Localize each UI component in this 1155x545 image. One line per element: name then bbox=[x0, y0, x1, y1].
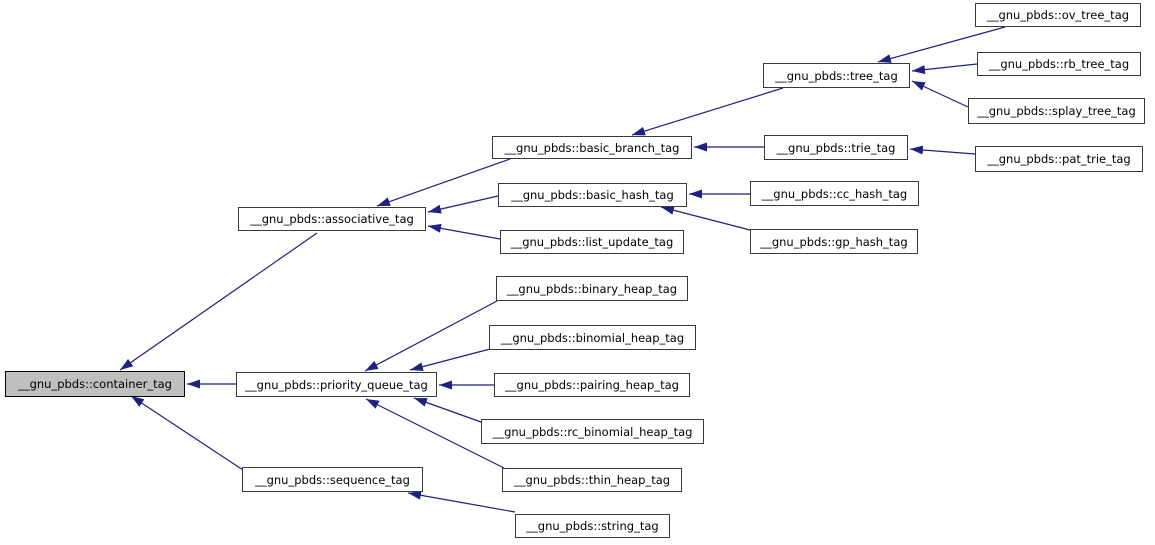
inheritance-edge-gp_hash_tag-to-basic_hash_tag bbox=[660, 205, 751, 231]
diagram-node-basic_hash_tag[interactable]: __gnu_pbds::basic_hash_tag bbox=[498, 183, 687, 207]
diagram-node-cc_hash_tag[interactable]: __gnu_pbds::cc_hash_tag bbox=[750, 181, 919, 206]
inheritance-edge-rc_binomial_heap_tag-to-priority_queue_tag bbox=[413, 397, 482, 423]
diagram-node-binomial_heap_tag[interactable]: __gnu_pbds::binomial_heap_tag bbox=[489, 325, 696, 350]
diagram-node-rc_binomial_heap_tag[interactable]: __gnu_pbds::rc_binomial_heap_tag bbox=[481, 419, 704, 444]
diagram-node-gp_hash_tag[interactable]: __gnu_pbds::gp_hash_tag bbox=[750, 229, 918, 254]
diagram-node-list_update_tag[interactable]: __gnu_pbds::list_update_tag bbox=[500, 230, 684, 254]
diagram-node-priority_queue_tag[interactable]: __gnu_pbds::priority_queue_tag bbox=[236, 372, 437, 397]
inheritance-edge-thin_heap_tag-to-priority_queue_tag bbox=[365, 398, 505, 469]
diagram-node-basic_branch_tag[interactable]: __gnu_pbds::basic_branch_tag bbox=[492, 136, 692, 159]
diagram-node-associative_tag[interactable]: __gnu_pbds::associative_tag bbox=[238, 207, 426, 231]
inheritance-edge-tree_tag-to-basic_branch_tag bbox=[631, 87, 784, 136]
diagram-node-pairing_heap_tag[interactable]: __gnu_pbds::pairing_heap_tag bbox=[494, 373, 690, 397]
inheritance-edge-list_update_tag-to-associative_tag bbox=[427, 223, 501, 240]
inheritance-edge-splay_tree_tag-to-tree_tag bbox=[911, 80, 969, 108]
inheritance-edge-binomial_heap_tag-to-priority_queue_tag bbox=[409, 348, 491, 372]
inheritance-edge-rb_tree_tag-to-tree_tag bbox=[911, 63, 978, 75]
inheritance-edge-associative_tag-to-container_tag bbox=[119, 232, 318, 371]
inheritance-edge-basic_branch_tag-to-associative_tag bbox=[376, 158, 511, 207]
inheritance-edge-pat_trie_tag-to-trie_tag bbox=[909, 145, 976, 155]
diagram-node-pat_trie_tag[interactable]: __gnu_pbds::pat_trie_tag bbox=[975, 146, 1143, 172]
inheritance-edge-ov_tree_tag-to-tree_tag bbox=[877, 26, 1006, 63]
diagram-node-container_tag: __gnu_pbds::container_tag bbox=[5, 371, 185, 397]
diagram-node-thin_heap_tag[interactable]: __gnu_pbds::thin_heap_tag bbox=[502, 468, 682, 492]
inheritance-edge-sequence_tag-to-container_tag bbox=[130, 395, 244, 471]
diagram-node-ov_tree_tag[interactable]: __gnu_pbds::ov_tree_tag bbox=[975, 3, 1141, 27]
inheritance-edge-string_tag-to-sequence_tag bbox=[407, 490, 516, 513]
inheritance-edge-basic_hash_tag-to-associative_tag bbox=[427, 195, 499, 214]
diagram-node-rb_tree_tag[interactable]: __gnu_pbds::rb_tree_tag bbox=[977, 52, 1141, 76]
diagram-node-tree_tag[interactable]: __gnu_pbds::tree_tag bbox=[763, 63, 910, 88]
diagram-node-trie_tag[interactable]: __gnu_pbds::trie_tag bbox=[764, 135, 908, 160]
diagram-node-splay_tree_tag[interactable]: __gnu_pbds::splay_tree_tag bbox=[968, 98, 1145, 124]
diagram-node-binary_heap_tag[interactable]: __gnu_pbds::binary_heap_tag bbox=[496, 276, 688, 301]
inheritance-edge-binary_heap_tag-to-priority_queue_tag bbox=[364, 300, 498, 372]
diagram-node-sequence_tag[interactable]: __gnu_pbds::sequence_tag bbox=[242, 467, 423, 492]
diagram-node-string_tag[interactable]: __gnu_pbds::string_tag bbox=[515, 514, 670, 538]
